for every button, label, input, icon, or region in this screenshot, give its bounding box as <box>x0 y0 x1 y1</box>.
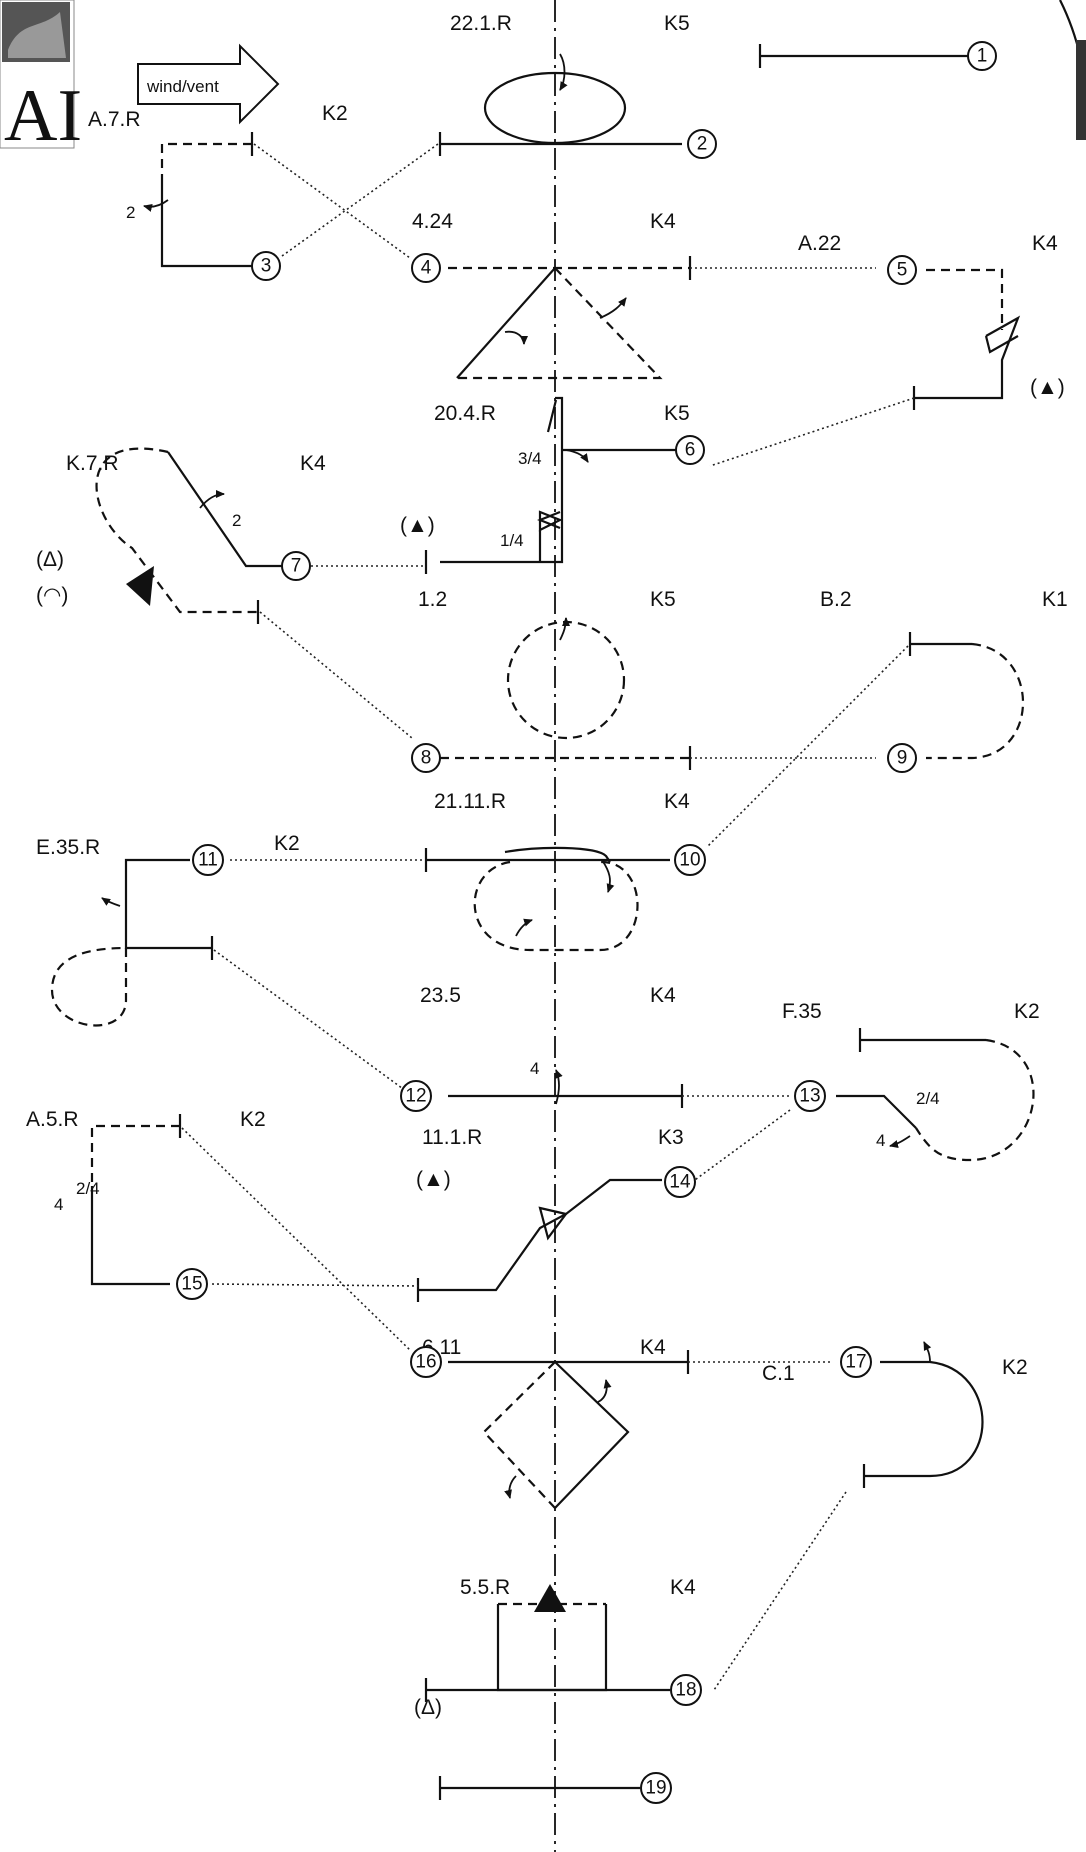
svg-text:7: 7 <box>291 556 302 577</box>
logo-letters: AI <box>4 75 82 157</box>
figure-k: K2 <box>1002 1356 1028 1379</box>
svg-text:1: 1 <box>977 46 988 67</box>
figure-k: K4 <box>650 984 676 1007</box>
note: 3/4 <box>518 449 542 468</box>
svg-text:10: 10 <box>679 850 700 871</box>
step-marker: 11 <box>192 844 224 876</box>
note: 1/4 <box>500 531 524 550</box>
figure-paths <box>50 44 1035 1800</box>
note: (▲) <box>1030 376 1065 399</box>
logo: AI <box>0 0 82 157</box>
figure-k: K5 <box>664 402 690 425</box>
figure-name: 11.1.R <box>422 1126 482 1149</box>
figure-name: A.22 <box>798 232 841 255</box>
note: (◠) <box>36 584 68 607</box>
step-marker: 13 <box>794 1080 826 1112</box>
figure-k: K5 <box>650 588 676 611</box>
svg-text:11: 11 <box>198 850 218 871</box>
svg-text:8: 8 <box>421 748 432 769</box>
figure-k: K4 <box>670 1576 696 1599</box>
note: (Δ) <box>36 548 64 571</box>
figure-k: K1 <box>1042 588 1068 611</box>
svg-text:6: 6 <box>685 440 696 461</box>
svg-text:4: 4 <box>421 258 432 279</box>
figure-k: K2 <box>1014 1000 1040 1023</box>
step-markers: 1 2 3 4 5 6 7 8 9 10 11 12 13 14 15 16 1… <box>176 41 997 1804</box>
note: 4 <box>530 1059 539 1078</box>
figure-k: K4 <box>650 210 676 233</box>
figure-k: K2 <box>322 102 348 125</box>
svg-text:3: 3 <box>261 256 272 277</box>
note: 4 <box>54 1195 63 1214</box>
figure-k: K5 <box>664 12 690 35</box>
svg-text:19: 19 <box>645 1778 666 1799</box>
step-marker: 5 <box>887 255 917 285</box>
step-marker: 12 <box>400 1080 432 1112</box>
step-marker: 10 <box>674 844 706 876</box>
svg-text:16: 16 <box>415 1352 436 1373</box>
figure-name: A.7.R <box>88 108 141 131</box>
step-marker: 6 <box>675 435 705 465</box>
note: 2/4 <box>916 1089 940 1108</box>
figure-name: 23.5 <box>420 984 461 1007</box>
svg-text:9: 9 <box>897 748 908 769</box>
note: (▲) <box>416 1168 451 1191</box>
figure-name: 4.24 <box>412 210 453 233</box>
figure-name: 20.4.R <box>434 402 496 425</box>
svg-text:13: 13 <box>799 1086 820 1107</box>
svg-text:18: 18 <box>675 1680 696 1701</box>
figure-name: E.35.R <box>36 836 100 859</box>
note: 2 <box>126 203 135 222</box>
figure-name: 21.11.R <box>434 790 506 813</box>
step-marker: 3 <box>251 251 281 281</box>
note: 2 <box>232 511 241 530</box>
annotations: 2 2 3/4 1/4 4 4 4 2/4 2/4 (▲) (▲) (▲) (Δ… <box>36 203 1065 1719</box>
edge-fragment <box>1059 0 1086 140</box>
note: (▲) <box>400 514 435 537</box>
figure-name: F.35 <box>782 1000 822 1023</box>
figure-k: K3 <box>658 1126 684 1149</box>
figure-k: K2 <box>274 832 300 855</box>
note: (Δ) <box>414 1696 442 1719</box>
step-marker: 15 <box>176 1268 208 1300</box>
step-marker: 16 <box>410 1346 442 1378</box>
step-marker: 4 <box>411 253 441 283</box>
svg-text:17: 17 <box>845 1352 866 1373</box>
figure-name: 5.5.R <box>460 1576 510 1599</box>
figure-labels: 22.1.R K5 A.7.R K2 4.24 K4 A.22 K4 20.4.… <box>26 12 1068 1599</box>
figure-name: 1.2 <box>418 588 447 611</box>
step-marker: 8 <box>411 743 441 773</box>
step-marker: 1 <box>967 41 997 71</box>
figure-k: K2 <box>240 1108 266 1131</box>
svg-text:15: 15 <box>181 1274 202 1295</box>
note: 2/4 <box>76 1179 100 1198</box>
note: 4 <box>876 1131 885 1150</box>
svg-text:12: 12 <box>405 1086 426 1107</box>
step-marker: 19 <box>640 1772 672 1804</box>
figure-name: A.5.R <box>26 1108 79 1131</box>
wind-arrow: wind/vent <box>137 43 280 125</box>
figure-k: K4 <box>300 452 326 475</box>
step-marker: 18 <box>670 1674 702 1706</box>
figure-name: 22.1.R <box>450 12 512 35</box>
figure-name: C.1 <box>762 1362 795 1385</box>
figure-k: K4 <box>640 1336 666 1359</box>
figure-name: K.7.R <box>66 452 119 475</box>
svg-text:14: 14 <box>669 1172 691 1193</box>
step-marker: 2 <box>687 129 717 159</box>
svg-text:2: 2 <box>697 134 708 155</box>
wind-label: wind/vent <box>146 77 219 96</box>
figure-k: K4 <box>1032 232 1058 255</box>
step-marker: 9 <box>887 743 917 773</box>
step-marker: 17 <box>840 1346 872 1378</box>
figure-k: K4 <box>664 790 690 813</box>
svg-text:5: 5 <box>897 260 908 281</box>
step-marker: 7 <box>281 551 311 581</box>
step-marker: 14 <box>664 1166 696 1198</box>
figure-name: B.2 <box>820 588 852 611</box>
